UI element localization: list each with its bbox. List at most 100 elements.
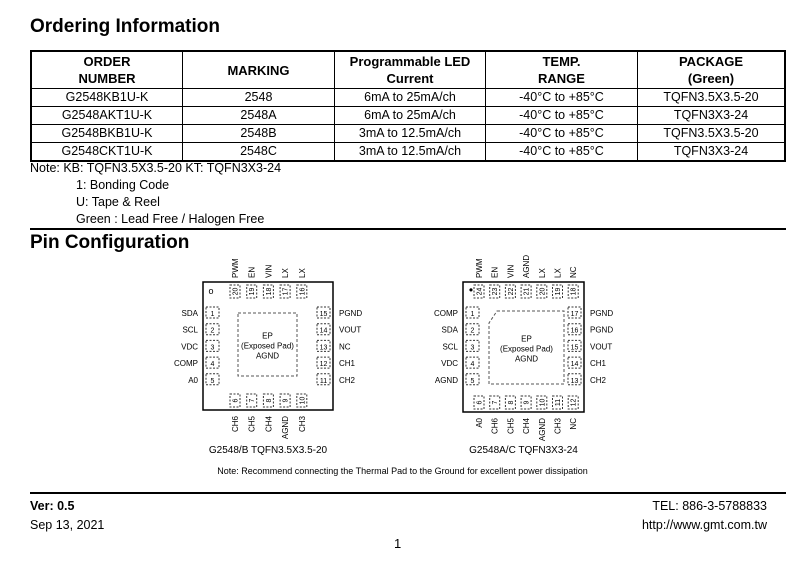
pin-label: NC	[339, 342, 351, 351]
pin-label: NC	[569, 266, 578, 278]
pin-label: SCL	[442, 342, 458, 351]
pin-pad	[536, 284, 548, 299]
pin-pad	[552, 395, 563, 410]
pin-number: 7	[249, 398, 256, 402]
pin-pad	[520, 284, 532, 299]
note-line: Green : Lead Free / Halogen Free	[76, 212, 265, 226]
pin-pad	[316, 373, 331, 386]
pin-pad	[246, 393, 258, 408]
package-caption: G2548A/C TQFN3X3-24	[469, 445, 578, 456]
exposed-pad	[237, 312, 298, 377]
pin-label: EN	[248, 267, 257, 278]
exposed-pad	[488, 310, 565, 385]
pin-number: 14	[571, 361, 579, 368]
cell-temp-range: -40°C to +85°C	[485, 142, 638, 162]
pin-pad	[567, 373, 582, 386]
pin-number: 19	[555, 288, 562, 296]
pin-number: 4	[471, 361, 475, 368]
pin-number: 17	[283, 288, 290, 296]
pin-label: SCL	[182, 326, 198, 335]
pin-number: 18	[266, 288, 273, 296]
pin-pad	[473, 284, 485, 299]
pin-number: 5	[471, 378, 475, 385]
pin-label: CH2	[590, 376, 607, 385]
cell-led-current: 6mA to 25mA/ch	[334, 88, 486, 107]
header-package: PACKAGE(Green)	[637, 50, 786, 89]
pin-number: 24	[477, 288, 484, 296]
pin-pad	[504, 395, 516, 410]
footer-divider	[30, 492, 786, 494]
pin-number: 5	[211, 378, 215, 385]
pin-pad	[473, 395, 485, 410]
pin-pad	[465, 323, 480, 336]
pin-label: VIN	[264, 264, 273, 278]
pin-number: 2	[211, 328, 215, 335]
pin-number: 17	[571, 311, 579, 318]
pin-diagrams: oEP(Exposed Pad)AGND1SDA2SCL3VDC4COMP5A0…	[174, 255, 613, 456]
pin-label: AGND	[538, 418, 547, 441]
pin-pad	[296, 393, 308, 408]
cell-marking: 2548C	[182, 142, 335, 162]
pin-pad	[567, 395, 579, 410]
cell-order-number: G2548KB1U-K	[30, 88, 183, 107]
pin-number: 11	[320, 378, 327, 385]
pin-label: PGND	[590, 309, 613, 318]
pin-pad	[205, 373, 220, 386]
pin-label: PWM	[231, 258, 240, 278]
pin-label: CH4	[522, 417, 531, 434]
exposed-pad-label: AGND	[256, 352, 279, 361]
pin-number: 12	[571, 399, 578, 407]
pin-number: 8	[266, 398, 273, 402]
package-outline	[202, 281, 334, 411]
pin-pad	[465, 306, 480, 319]
package-caption: G2548/B TQFN3.5X3.5-20	[209, 445, 328, 456]
pin-label: VOUT	[339, 326, 361, 335]
pin-label: PGND	[590, 326, 613, 335]
exposed-pad-label: EP	[262, 332, 273, 341]
pin-pad	[316, 356, 331, 369]
pin-pad	[205, 356, 220, 369]
pin-label: CH4	[264, 415, 273, 432]
exposed-pad-label: (Exposed Pad)	[241, 342, 294, 351]
ordering-title: Ordering Information	[30, 16, 220, 37]
pin-number: 12	[320, 361, 328, 368]
exposed-pad-label: (Exposed Pad)	[500, 345, 553, 354]
pin-label: A0	[188, 376, 198, 385]
pin-label: CH6	[231, 415, 240, 432]
pin-pad	[262, 393, 274, 408]
pin-number: 13	[320, 344, 328, 351]
cell-package: TQFN3X3-24	[637, 142, 786, 162]
pin-number: 20	[233, 288, 240, 296]
pin-pad	[489, 284, 501, 299]
pin-label: COMP	[174, 359, 198, 368]
pin-number: 3	[471, 344, 475, 351]
note-line: U: Tape & Reel	[76, 195, 160, 209]
pin-number: 15	[320, 311, 328, 318]
pin-label: AGND	[522, 255, 531, 278]
website-link[interactable]: http://www.gmt.com.tw	[641, 518, 767, 532]
pin-label: CH1	[339, 359, 356, 368]
thermal-note: Note: Recommend connecting the Thermal P…	[217, 466, 588, 476]
pin1-marker: o	[208, 286, 213, 296]
pin-pad	[465, 373, 480, 386]
pin-number: 8	[508, 400, 515, 404]
pin-label: VOUT	[590, 342, 612, 351]
pin-number: 9	[283, 398, 290, 402]
pin-config-title: Pin Configuration	[30, 232, 190, 253]
cell-led-current: 3mA to 12.5mA/ch	[334, 124, 486, 143]
pin-label: A0	[475, 417, 484, 427]
pin-pad	[567, 339, 582, 352]
note-line: 1: Bonding Code	[76, 178, 170, 192]
pin-label: CH1	[590, 359, 607, 368]
pin-pad	[316, 306, 331, 319]
header-temp-range: TEMP.RANGE	[485, 50, 638, 89]
pin-label: CH5	[506, 417, 515, 434]
cell-order-number: G2548BKB1U-K	[30, 124, 183, 143]
pin-label: AGND	[281, 416, 290, 439]
pin-label: SDA	[182, 309, 199, 318]
pin-label: COMP	[434, 309, 458, 318]
pin-number: 16	[299, 288, 306, 296]
